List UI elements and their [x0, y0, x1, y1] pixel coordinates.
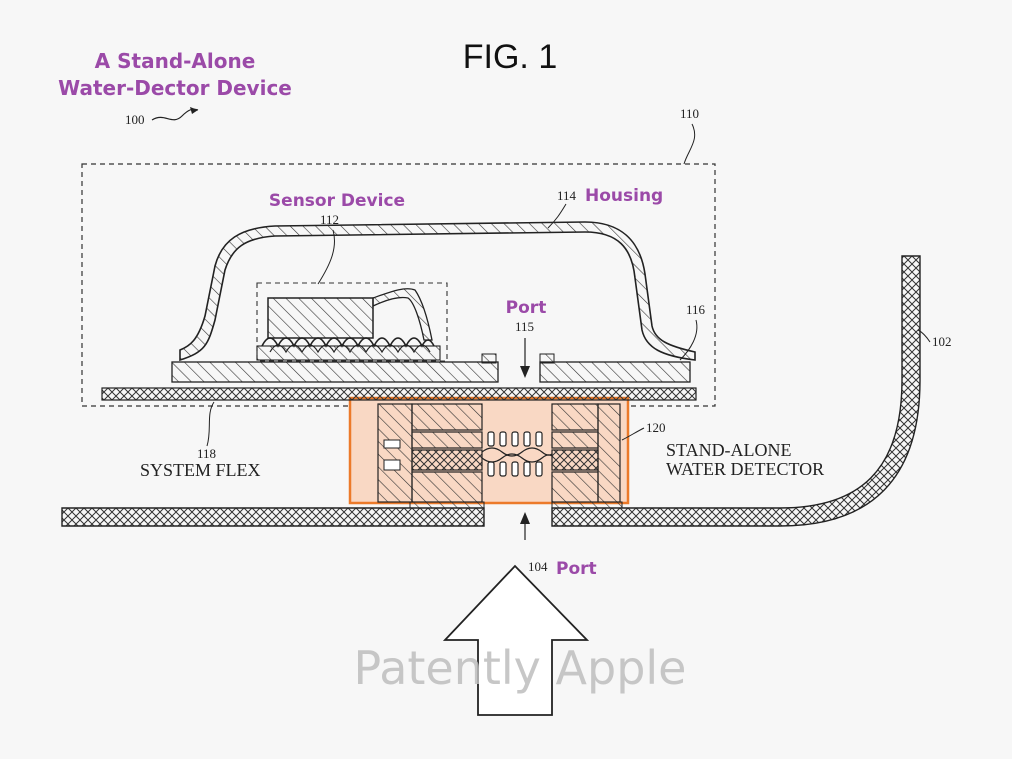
- ref-114: 114: [557, 188, 577, 203]
- port-spacer-left: [409, 501, 485, 509]
- port-upper-label: Port: [506, 298, 547, 318]
- port-lower-small-arrow: [520, 512, 530, 524]
- ref-104: 104: [528, 559, 548, 574]
- leader-116: [679, 319, 698, 361]
- sensor-base-pad: [256, 345, 441, 361]
- detector-label-line1: STAND-ALONE: [666, 440, 792, 460]
- sensor-cap: [372, 288, 433, 341]
- housing-label: Housing: [585, 186, 663, 206]
- ref-110: 110: [680, 106, 699, 121]
- port-spacer-right: [551, 501, 623, 509]
- leader-114: [547, 203, 567, 229]
- substrate-lip-right: [539, 353, 555, 364]
- sensor-label: Sensor Device: [269, 191, 405, 211]
- substrate-lip-left: [481, 353, 497, 364]
- detector-label-line2: WATER DETECTOR: [666, 459, 824, 479]
- leader-118: [206, 401, 215, 447]
- device-title-line1: A Stand-Alone: [95, 49, 256, 73]
- arrowhead-100: [190, 107, 198, 114]
- leader-100-arrow: [151, 108, 199, 121]
- system-flex-118: [101, 387, 697, 401]
- sensor-solder-bumps: [261, 337, 435, 348]
- housing-shell-114: [179, 221, 696, 362]
- ref-118: 118: [197, 446, 216, 461]
- substrate-left-116: [171, 361, 499, 383]
- sensor-boundary-112: [256, 282, 448, 362]
- port-lower-label: Port: [556, 559, 597, 579]
- leader-102: [917, 329, 931, 343]
- water-detector-120: [377, 403, 621, 503]
- watermark: Patently Apple: [354, 641, 687, 695]
- ref-112: 112: [320, 212, 339, 227]
- ref-116: 116: [686, 302, 706, 317]
- ref-120: 120: [646, 420, 666, 435]
- ref-100: 100: [125, 112, 145, 127]
- enclosure-wall-102: [61, 255, 921, 527]
- airflow-arrow: [442, 564, 590, 716]
- leader-110: [683, 123, 696, 165]
- leader-120: [621, 427, 645, 441]
- ref-115: 115: [515, 319, 534, 334]
- figure-title: FIG. 1: [463, 38, 557, 76]
- port-upper-arrowhead: [520, 366, 530, 378]
- substrate-right-116: [539, 361, 691, 383]
- system-flex-label: SYSTEM FLEX: [140, 460, 261, 480]
- sensor-chip: [267, 297, 374, 339]
- leader-112: [317, 229, 335, 285]
- device-title-line2: Water-Dector Device: [58, 76, 292, 100]
- ref-102: 102: [932, 334, 952, 349]
